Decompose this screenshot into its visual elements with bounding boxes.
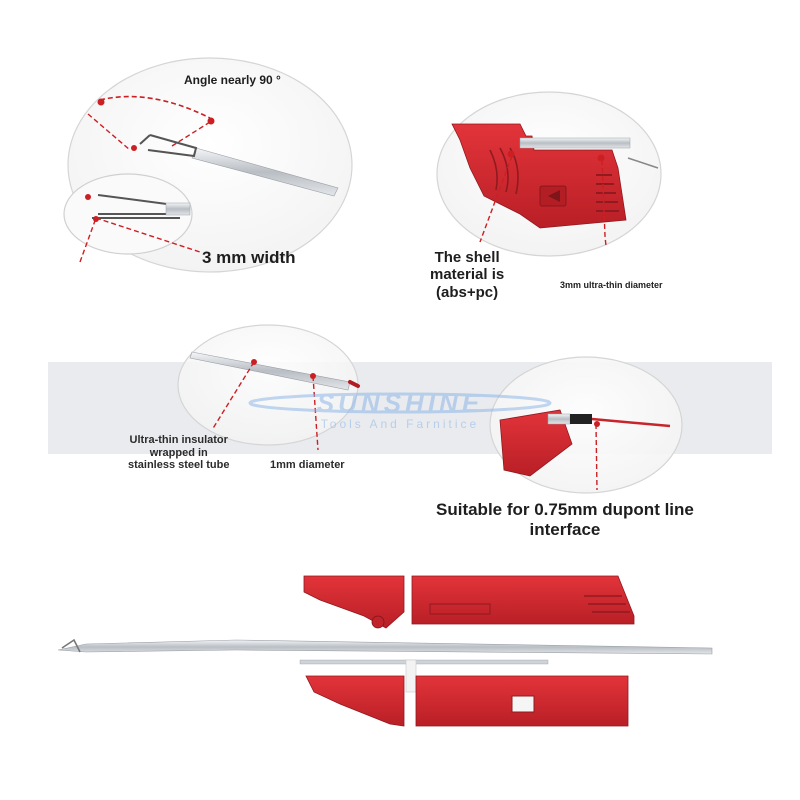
red-dot-icon [594, 421, 600, 427]
width-label: 3 mm width [202, 248, 296, 267]
watermark-brand: SUNSHINE [317, 388, 483, 418]
red-dot-icon [93, 216, 99, 222]
dupont-line: Suitable for 0.75mm dupont line [436, 500, 694, 519]
shell-detail-bubble [436, 91, 662, 257]
red-dot-icon [251, 359, 257, 365]
dupont-detail-bubble [489, 356, 683, 494]
exploded-tool-view [57, 575, 713, 727]
insulator-detail-bubble [177, 324, 360, 451]
red-dot-icon [85, 194, 91, 200]
width-detail-bubble [63, 173, 201, 263]
red-dot-icon [597, 154, 605, 162]
red-dot-icon [310, 373, 316, 379]
red-dot-icon [131, 145, 137, 151]
dupont-line: interface [529, 519, 601, 539]
brand-watermark: SUNSHINE Tools And Farnitice [248, 388, 552, 431]
angle-label: Angle nearly 90 ° [184, 73, 281, 87]
ultra-thin-diameter-label: 3mm ultra-thin diameter [560, 280, 663, 290]
red-dot-icon [207, 117, 215, 125]
shell-material-label: The shell material is (abs+pc) [430, 249, 504, 301]
red-dot-icon [507, 150, 515, 158]
red-dot-icon [97, 98, 105, 106]
shell-material-line: The shell [434, 249, 500, 266]
dupont-interface-label: Suitable for 0.75mm dupont line interfac… [436, 500, 694, 539]
insulator-line: wrapped in [149, 446, 208, 459]
watermark-tagline: Tools And Farnitice [321, 417, 479, 431]
insulator-line: Ultra-thin insulator [129, 434, 228, 446]
insulator-label: Ultra-thin insulator wrapped in stainles… [128, 434, 230, 472]
one-mm-diameter-label: 1mm diameter [270, 459, 345, 471]
shell-material-line: (abs+pc) [436, 283, 499, 301]
insulator-line: stainless steel tube [128, 459, 230, 472]
shell-material-line: material is [430, 266, 505, 284]
